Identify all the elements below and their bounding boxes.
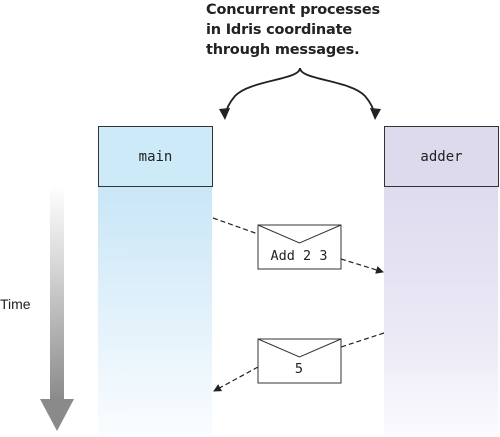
caption-line-1: Concurrent processes xyxy=(206,2,380,18)
reply-message-arrow xyxy=(213,332,385,392)
time-axis-label: Time xyxy=(0,296,31,312)
caption-line-2: in Idris coordinate xyxy=(206,22,353,38)
reply-envelope-icon xyxy=(257,338,342,384)
adder-process-lane xyxy=(384,186,498,435)
diagram-caption: Concurrent processes in Idris coordinate… xyxy=(206,0,406,60)
adder-process-label: adder xyxy=(420,148,463,165)
request-message-label: Add 2 3 xyxy=(270,248,328,264)
time-arrow-icon xyxy=(40,186,74,431)
caption-line-3: through messages. xyxy=(206,42,360,58)
caption-brace-icon xyxy=(219,67,381,120)
main-process-label: main xyxy=(138,148,173,165)
main-process-box: main xyxy=(98,126,213,187)
request-envelope-icon xyxy=(257,224,342,270)
reply-message-label: 5 xyxy=(294,361,304,377)
main-process-lane xyxy=(98,186,212,435)
adder-process-box: adder xyxy=(384,126,499,187)
request-message-arrow xyxy=(212,217,384,274)
